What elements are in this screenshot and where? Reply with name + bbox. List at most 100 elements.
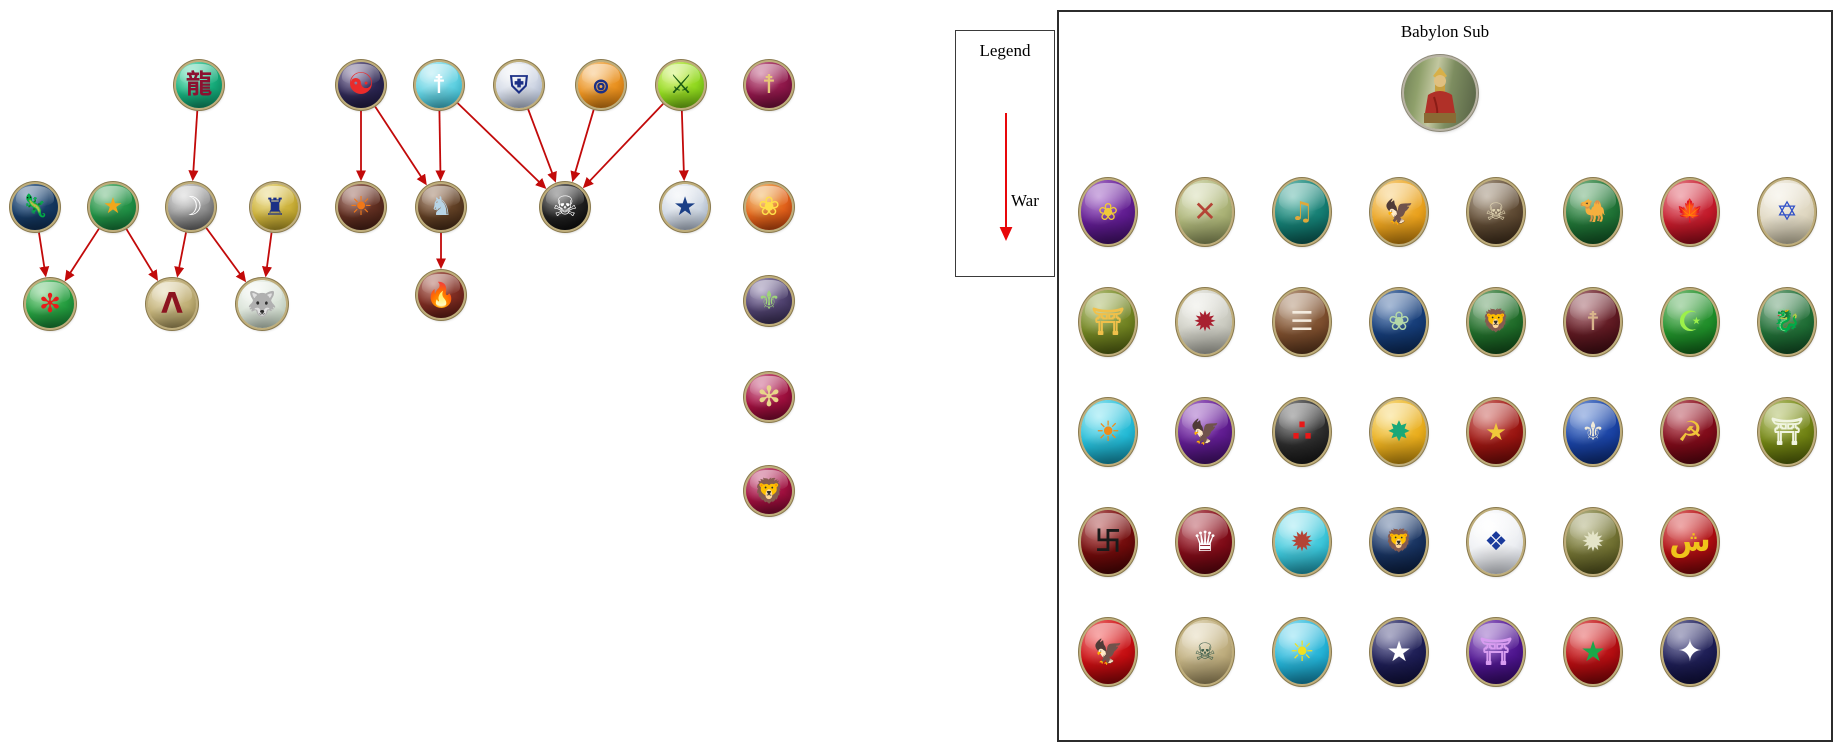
egypt-eagle-emblem[interactable]: 🦅	[1372, 180, 1426, 244]
emblem-gloss	[1760, 180, 1814, 244]
soviet-hammer-sickle-emblem[interactable]: ☭	[1663, 400, 1717, 464]
grid-cell: 🐪	[1566, 180, 1620, 244]
maori-crescent-symbol-icon: ☽	[179, 192, 203, 222]
emblem-gloss	[418, 184, 464, 230]
shoshone-tipi-symbol-icon: Λ	[161, 287, 183, 320]
polynesia-lizard-emblem[interactable]: 🦎	[12, 184, 58, 230]
inuit-inukshuk-emblem[interactable]: ☨	[416, 62, 462, 108]
scotland-saltire-emblem[interactable]: ✕	[1178, 180, 1232, 244]
hittite-symbol-emblem[interactable]: ☨	[1566, 290, 1620, 354]
carthage-horse-emblem[interactable]: 🐪	[1566, 180, 1620, 244]
israel-star-emblem[interactable]: ✡	[1760, 180, 1814, 244]
emblem-gloss	[1081, 510, 1135, 574]
germany-emblem[interactable]: 卐	[1081, 510, 1135, 574]
legend-box: Legend War	[955, 30, 1055, 277]
shoshone-tipi-emblem[interactable]: Λ	[148, 280, 196, 328]
mongolia-wolf-emblem[interactable]: 🐺	[238, 280, 286, 328]
sun-face-emblem[interactable]: ☀	[338, 184, 384, 230]
babylon-leader-portrait[interactable]	[1404, 57, 1476, 129]
emblem-gloss	[1275, 180, 1329, 244]
usa-star-emblem[interactable]: ★	[662, 184, 708, 230]
emblem-gloss	[1760, 290, 1814, 354]
china-prc-emblem[interactable]: ★	[1469, 400, 1523, 464]
argentina-sun-emblem[interactable]: ☀	[1275, 620, 1329, 684]
emblem-gloss	[238, 280, 286, 328]
railway-cannon-emblem[interactable]: ⚔	[658, 62, 704, 108]
grid-cell: ⛩	[1081, 290, 1135, 354]
israel-star-symbol-icon: ✡	[1776, 197, 1798, 227]
india-peacock-emblem[interactable]: ❀	[1372, 290, 1426, 354]
indonesia-garuda-emblem[interactable]: ✻	[26, 280, 74, 328]
emblem-gloss	[1566, 620, 1620, 684]
emblem-gloss	[416, 62, 462, 108]
gold-star-emblem[interactable]: ✸	[1372, 400, 1426, 464]
hawaii-fan-emblem[interactable]: ❀	[746, 184, 792, 230]
polynesia-mask-emblem[interactable]: ☠	[1178, 620, 1232, 684]
canada-maple-emblem[interactable]: 🍁	[1663, 180, 1717, 244]
grid-cell: ∴	[1275, 400, 1329, 464]
japan-torii-emblem[interactable]: ⛩	[1081, 290, 1135, 354]
srilanka-lion-emblem[interactable]: 🦁	[746, 468, 792, 514]
wales-dragon-emblem[interactable]: 🐉	[1760, 290, 1814, 354]
aboriginal-art-emblem[interactable]: ๏	[578, 62, 624, 108]
morocco-star-emblem[interactable]: ★	[1566, 620, 1620, 684]
babylon-gate-emblem[interactable]: ⛩	[1760, 400, 1814, 464]
dragon-flame-emblem[interactable]: ش	[1663, 510, 1717, 574]
netherlands-lion-grid-emblem[interactable]: 🦁	[1372, 510, 1426, 574]
emblem-gloss	[1178, 180, 1232, 244]
navy-star-emblem[interactable]: ✦	[1663, 620, 1717, 684]
finland-crest-emblem[interactable]: ⛨	[496, 62, 542, 108]
maori-crescent-emblem[interactable]: ☽	[168, 184, 214, 230]
wales-dragon-symbol-icon: 🐉	[1773, 309, 1801, 334]
ziggurat-symbol-icon: ⛩	[1479, 637, 1513, 667]
emblem-gloss	[1178, 290, 1232, 354]
emblem-gloss	[1566, 510, 1620, 574]
japan-chrysanthemum-emblem[interactable]: ✻	[746, 374, 792, 420]
china-hexagram-emblem[interactable]: ☰	[1275, 290, 1329, 354]
philippines-sun-emblem[interactable]: ☀	[1081, 400, 1135, 464]
fire-flame-emblem[interactable]: 🔥	[418, 272, 464, 318]
venice-lion-emblem[interactable]: 🦁	[1469, 290, 1523, 354]
grid-cell: 🦅	[1372, 180, 1426, 244]
macedon-vergina-sun-emblem[interactable]: ✹	[1178, 290, 1232, 354]
huns-horse-emblem[interactable]: ♞	[418, 184, 464, 230]
emblem-gloss	[1275, 290, 1329, 354]
grid-cell: ★	[1372, 620, 1426, 684]
olive-star-emblem[interactable]: ✹	[1566, 510, 1620, 574]
kazakh-sun-emblem[interactable]: ✹	[1275, 510, 1329, 574]
olive-star-symbol-icon: ✹	[1581, 525, 1605, 558]
edge-railway-to-pirates	[582, 103, 664, 189]
pirates-skull-emblem[interactable]: ☠	[542, 184, 588, 230]
albania-eagle-emblem[interactable]: 🦅	[1081, 620, 1135, 684]
aztec-mask-emblem[interactable]: ☠	[1469, 180, 1523, 244]
byzantium-double-eagle-emblem[interactable]: 🦅	[1178, 400, 1232, 464]
emblem-gloss	[542, 184, 588, 230]
australia-kangaroo-emblem[interactable]: ★	[90, 184, 136, 230]
grid-cell: ♫	[1275, 180, 1329, 244]
netherlands-lion-emblem[interactable]: ♜	[252, 184, 298, 230]
ireland-harp-emblem[interactable]: ♫	[1275, 180, 1329, 244]
portugal-shield-symbol-icon: ❖	[1484, 527, 1508, 557]
emblem-gloss	[1372, 400, 1426, 464]
congo-dots-emblem[interactable]: ∴	[1275, 400, 1329, 464]
grid-cell: ☭	[1663, 400, 1717, 464]
crown-emblem[interactable]: ♛	[1178, 510, 1232, 574]
byzantium-cross-emblem[interactable]: ☨	[746, 62, 792, 108]
byzantium-cross-symbol-icon: ☨	[761, 70, 777, 100]
portugal-shield-emblem[interactable]: ❖	[1469, 510, 1523, 574]
ottoman-crescent-emblem[interactable]: ☪	[1663, 290, 1717, 354]
rome-laurel-emblem[interactable]: ❀	[1081, 180, 1135, 244]
philippines-sun-symbol-icon: ☀	[1095, 415, 1121, 448]
egypt-eagle-symbol-icon: 🦅	[1384, 198, 1414, 226]
china-dragon-symbol-icon: 龍	[185, 70, 212, 100]
white-star-emblem[interactable]: ★	[1372, 620, 1426, 684]
china-dragon-emblem[interactable]: 龍	[176, 62, 222, 108]
railway-cannon-symbol-icon: ⚔	[669, 70, 693, 100]
ziggurat-emblem[interactable]: ⛩	[1469, 620, 1523, 684]
edge-inuit-to-huns	[435, 110, 446, 182]
france-fleur-emblem[interactable]: ⚜	[1566, 400, 1620, 464]
korea-taeguk-emblem[interactable]: ☯	[338, 62, 384, 108]
edge-australia-to-indonesia	[64, 228, 100, 282]
emblem-gloss	[1469, 290, 1523, 354]
celts-triquetra-emblem[interactable]: ⚜	[746, 278, 792, 324]
